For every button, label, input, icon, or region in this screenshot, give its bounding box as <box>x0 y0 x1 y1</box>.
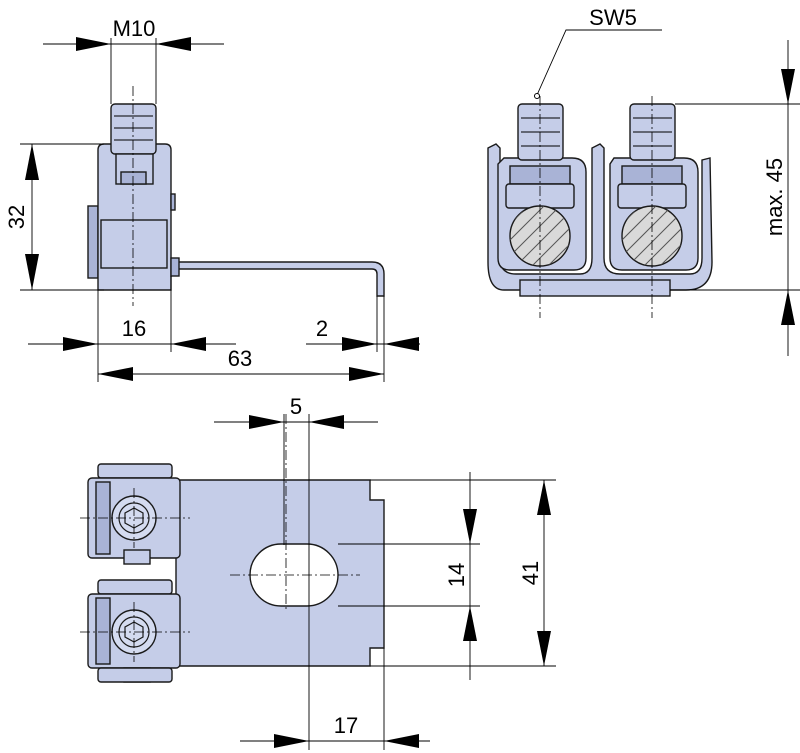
max-height-label: max. 45 <box>762 158 787 236</box>
side-stud <box>110 103 157 155</box>
top-clamp-lower <box>80 579 190 683</box>
slot-offset-label: 17 <box>334 713 358 738</box>
front-base-plate <box>519 279 671 297</box>
side-lower-block <box>100 219 168 269</box>
length-63-label: 63 <box>228 346 252 371</box>
top-clamp-upper <box>80 463 190 565</box>
width-16-label: 16 <box>122 316 146 341</box>
slot-width-label: 5 <box>290 394 302 419</box>
side-bump-left <box>87 205 99 279</box>
side-window <box>120 171 147 185</box>
slot-length-label: 14 <box>444 563 469 587</box>
side-bump-right <box>170 193 176 211</box>
side-view: M10 32 16 2 63 <box>4 16 420 382</box>
thickness-2-label: 2 <box>316 316 328 341</box>
top-view: 5 14 41 17 <box>80 394 556 750</box>
side-tab <box>169 261 385 297</box>
front-view: SW5 max. 45 <box>487 5 800 356</box>
plate-width-label: 41 <box>518 561 543 585</box>
height-32-label: 32 <box>4 205 29 229</box>
front-clamp-left <box>497 103 587 271</box>
side-clamp-nub <box>170 257 180 277</box>
sw5-leader <box>536 29 662 96</box>
thread-size-label: M10 <box>113 16 156 41</box>
wrench-size-label: SW5 <box>589 5 637 30</box>
